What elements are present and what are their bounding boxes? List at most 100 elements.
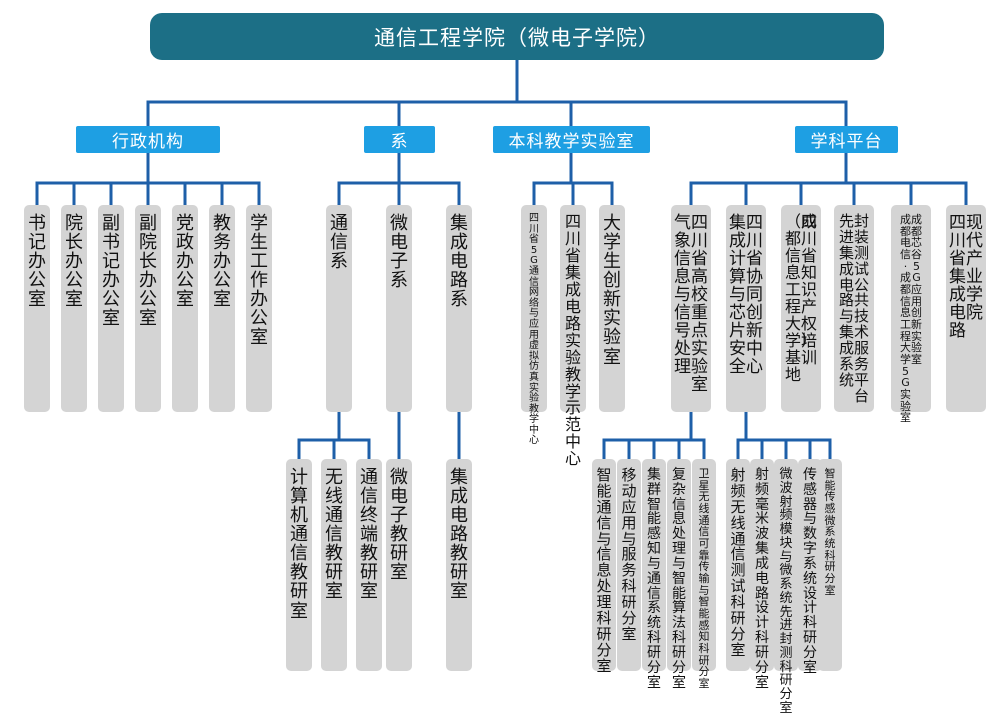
- vertical-text: 四川省5G通信网络与应用虚拟仿真实验教学中心: [521, 213, 547, 447]
- node-box: 四川省集成电路现代产业学院: [946, 205, 986, 412]
- box-label-line: 四川省集成电路: [949, 213, 966, 342]
- vertical-text: 教务办公室: [209, 214, 235, 407]
- sub-node-box: 集成电路教研室: [446, 459, 472, 671]
- box-label-line: 计算机通信教研室: [290, 467, 308, 622]
- node-box: 气象信息与信号处理四川省高校重点实验室: [671, 205, 711, 412]
- node-box: 副书记办公室: [98, 205, 124, 412]
- box-label-line: 副院长办公室: [139, 213, 157, 330]
- box-label-line: 教务办公室: [213, 213, 231, 311]
- node-box: （成都信息工程大学）基地四川省知识产权培训: [781, 205, 821, 412]
- vertical-text: 无线通信教研室: [321, 468, 347, 666]
- node-box: 党政办公室: [172, 205, 198, 412]
- category-departments: 系: [364, 126, 435, 153]
- box-label-line: 通信系: [330, 213, 348, 273]
- box-label-line: 微波射频模块与微系统先进封测科研分室: [779, 467, 793, 716]
- vertical-text: 气象信息与信号处理四川省高校重点实验室: [671, 214, 711, 407]
- box-label-line: 成都芯谷5G应用创新实验室: [911, 213, 922, 366]
- box-label-line: 智能通信与信息处理科研分室: [596, 466, 612, 675]
- box-label-line: 院长办公室: [65, 213, 83, 311]
- sub-node-box: 复杂信息处理与智能算法科研分室: [667, 459, 691, 691]
- vertical-text: 射频毫米波集成电路设计科研分室: [750, 467, 774, 691]
- sub-node-box: 智能传感微系统科研分室: [818, 459, 842, 671]
- vertical-text: 学生工作办公室: [246, 214, 272, 407]
- vertical-text: 院长办公室: [61, 214, 87, 407]
- box-label-line: 集成电路教研室: [450, 467, 468, 603]
- sub-node-box: 无线通信教研室: [321, 459, 347, 671]
- vertical-text: 四川省集成电路现代产业学院: [946, 214, 986, 407]
- box-label-line: 集成计算与芯片安全: [729, 213, 746, 378]
- vertical-text: （成都信息工程大学）基地四川省知识产权培训: [781, 212, 821, 407]
- node-box: 集成电路系: [446, 205, 472, 412]
- category-title: 行政机构: [112, 132, 184, 152]
- box-label-line: 现代产业学院: [966, 213, 983, 324]
- node-box: 院长办公室: [61, 205, 87, 412]
- sub-node-box: 射频毫米波集成电路设计科研分室: [750, 459, 774, 691]
- vertical-text: 党政办公室: [172, 214, 198, 407]
- box-label-line: 复杂信息处理与智能算法科研分室: [672, 467, 686, 691]
- box-label-line: 四川省知识产权培训: [801, 212, 818, 367]
- node-box: 副院长办公室: [135, 205, 161, 412]
- sub-node-box: 计算机通信教研室: [286, 459, 312, 671]
- box-label-line: 通信终端教研室: [360, 467, 378, 603]
- root-node: 通信工程学院（微电子学院）: [150, 13, 884, 60]
- vertical-text: 智能通信与信息处理科研分室: [592, 466, 616, 675]
- box-label-line: 大学生创新实验室: [603, 213, 621, 368]
- node-box: 微电子系: [386, 205, 412, 412]
- vertical-text: 通信系: [326, 214, 352, 407]
- box-label-line: 微电子系: [390, 213, 408, 292]
- box-label-line: 四川省协同创新中心: [746, 213, 763, 378]
- box-label-line: 移动应用与服务科研分室: [621, 466, 637, 643]
- box-label-line: 四川省集成电路实验教学示范中心: [565, 212, 582, 469]
- box-label-line: 四川省5G通信网络与应用虚拟仿真实验教学中心: [529, 213, 539, 447]
- box-label-line: 党政办公室: [176, 213, 194, 311]
- box-label-line: 射频无线通信测试科研分室: [730, 466, 746, 659]
- box-label-line: 射频毫米波集成电路设计科研分室: [755, 467, 769, 691]
- vertical-text: 计算机通信教研室: [286, 468, 312, 666]
- node-box: 四川省5G通信网络与应用虚拟仿真实验教学中心: [521, 205, 547, 447]
- vertical-text: 微波射频模块与微系统先进封测科研分室: [774, 467, 798, 716]
- category-platforms: 学科平台: [795, 126, 898, 153]
- category-admin: 行政机构: [76, 126, 220, 153]
- vertical-text: 微电子教研室: [386, 468, 412, 666]
- vertical-text: 射频无线通信测试科研分室: [726, 466, 750, 666]
- category-title: 系: [390, 132, 409, 152]
- root-title: 通信工程学院（微电子学院）: [374, 25, 660, 50]
- box-label-line: （成都信息工程大学）基地: [785, 212, 818, 384]
- sub-node-box: 卫星无线通信可靠传输与智能感知科研分室: [692, 459, 716, 689]
- vertical-text: 四川省集成电路实验教学示范中心: [560, 212, 586, 469]
- vertical-text: 副书记办公室: [98, 214, 124, 407]
- node-box: 四川省集成电路实验教学示范中心: [560, 205, 586, 469]
- vertical-text: 微电子系: [386, 214, 412, 407]
- vertical-text: 传感器与数字系统设计科研分室: [798, 468, 822, 676]
- category-title: 学科平台: [810, 132, 883, 152]
- category-title: 本科教学实验室: [508, 132, 635, 152]
- sub-node-box: 射频无线通信测试科研分室: [726, 459, 750, 671]
- box-label-line: 气象信息与信号处理: [674, 213, 691, 378]
- vertical-text: 副院长办公室: [135, 214, 161, 407]
- vertical-text: 集成电路教研室: [446, 468, 472, 666]
- vertical-text: 移动应用与服务科研分室: [617, 466, 641, 666]
- box-label-line: 智能传感微系统科研分室: [824, 467, 836, 597]
- node-box: 学生工作办公室: [246, 205, 272, 412]
- box-label-line: 集群智能感知与通信系统科研分室: [647, 467, 661, 691]
- node-box: 集成计算与芯片安全四川省协同创新中心: [726, 205, 766, 412]
- box-label-line: 微电子教研室: [390, 467, 408, 584]
- sub-node-box: 微电子教研室: [386, 459, 412, 671]
- vertical-text: 复杂信息处理与智能算法科研分室: [667, 467, 691, 691]
- vertical-text: 集成电路系: [446, 214, 472, 407]
- category-teaching-labs: 本科教学实验室: [493, 126, 650, 153]
- box-label-line: 成都电信·成都信息工程大学5G实验室: [900, 213, 911, 425]
- vertical-text: 先进集成电路与集成系统封装测试公共技术服务平台: [834, 212, 874, 407]
- connector-lines: [35, 58, 968, 461]
- vertical-text: 集群智能感知与通信系统科研分室: [642, 467, 666, 691]
- box-label-line: 学生工作办公室: [250, 213, 268, 349]
- node-box: 书记办公室: [24, 205, 50, 412]
- vertical-text: 智能传感微系统科研分室: [818, 468, 842, 666]
- box-label-line: 先进集成电路与集成系统: [839, 212, 855, 389]
- node-box: 教务办公室: [209, 205, 235, 412]
- box-label-line: 封装测试公共技术服务平台: [854, 212, 870, 405]
- vertical-text: 集成计算与芯片安全四川省协同创新中心: [726, 214, 766, 407]
- sub-node-box: 移动应用与服务科研分室: [617, 459, 641, 671]
- node-box: 成都电信·成都信息工程大学5G实验室成都芯谷5G应用创新实验室: [891, 205, 931, 425]
- sub-node-box: 集群智能感知与通信系统科研分室: [642, 459, 666, 691]
